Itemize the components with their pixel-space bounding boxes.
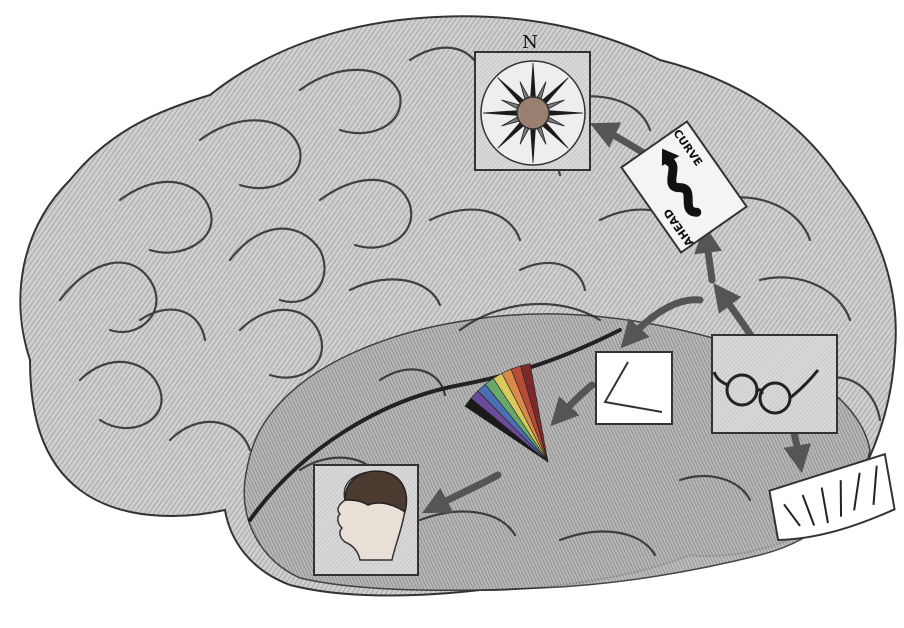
compass-panel: N <box>475 32 590 170</box>
brain-silhouette <box>20 16 895 595</box>
glasses-panel <box>712 335 837 433</box>
compass-rose-icon <box>481 61 585 165</box>
compass-north-label: N <box>522 32 538 53</box>
angle-panel <box>596 352 672 424</box>
face-profile-panel <box>314 465 418 575</box>
